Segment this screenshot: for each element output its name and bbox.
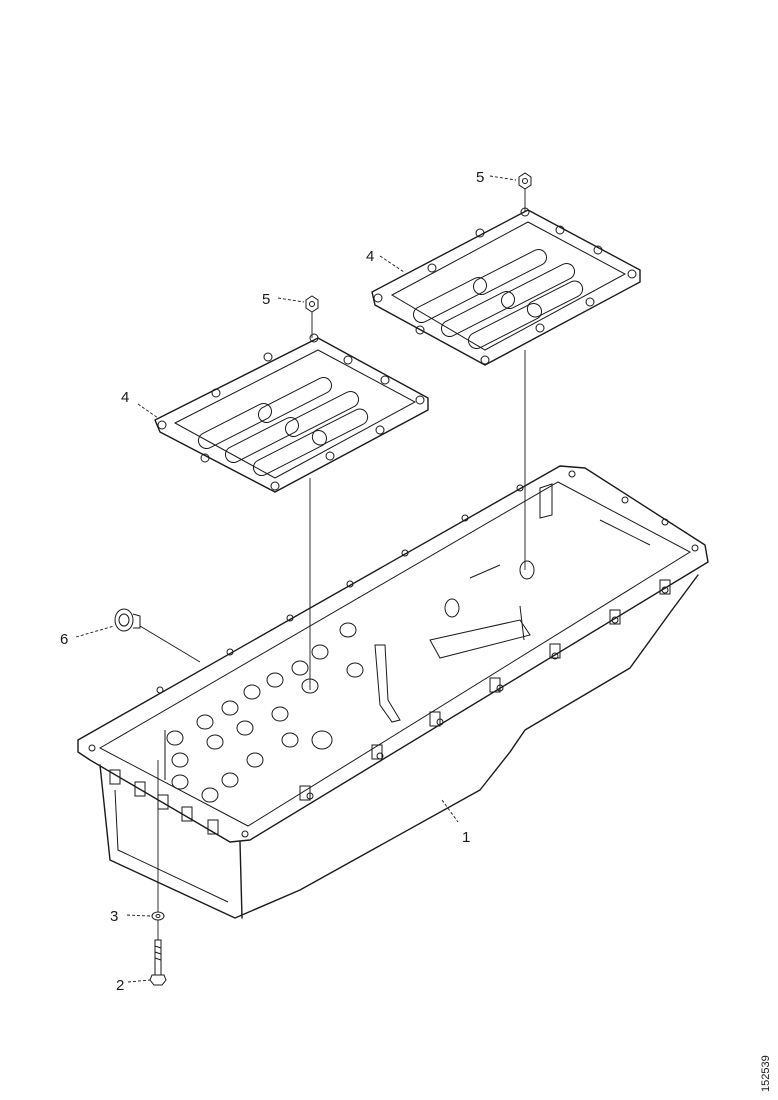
callout-nut-right: 5 bbox=[476, 169, 484, 186]
cover-plate-right bbox=[371, 207, 641, 366]
callout-cover-plate-right: 4 bbox=[366, 248, 374, 265]
callout-bolt: 2 bbox=[116, 977, 124, 994]
callout-leaders bbox=[75, 175, 517, 983]
bolt bbox=[149, 939, 167, 986]
drain-plug bbox=[114, 608, 141, 632]
assembly-lines bbox=[139, 189, 526, 940]
cover-plate-left bbox=[154, 333, 429, 493]
washer bbox=[151, 911, 165, 921]
callouts: 1 2 3 4 4 5 5 6 bbox=[60, 169, 484, 994]
oil-pan bbox=[77, 465, 709, 919]
nut-right bbox=[518, 172, 532, 190]
callout-washer: 3 bbox=[110, 908, 118, 925]
callout-cover-plate-left: 4 bbox=[121, 389, 129, 406]
document-number: 152539 bbox=[760, 1055, 772, 1092]
callout-nut-left: 5 bbox=[262, 291, 270, 308]
callout-oil-pan: 1 bbox=[462, 829, 470, 846]
callout-drain-plug: 6 bbox=[60, 631, 68, 648]
nut-left bbox=[305, 295, 319, 313]
